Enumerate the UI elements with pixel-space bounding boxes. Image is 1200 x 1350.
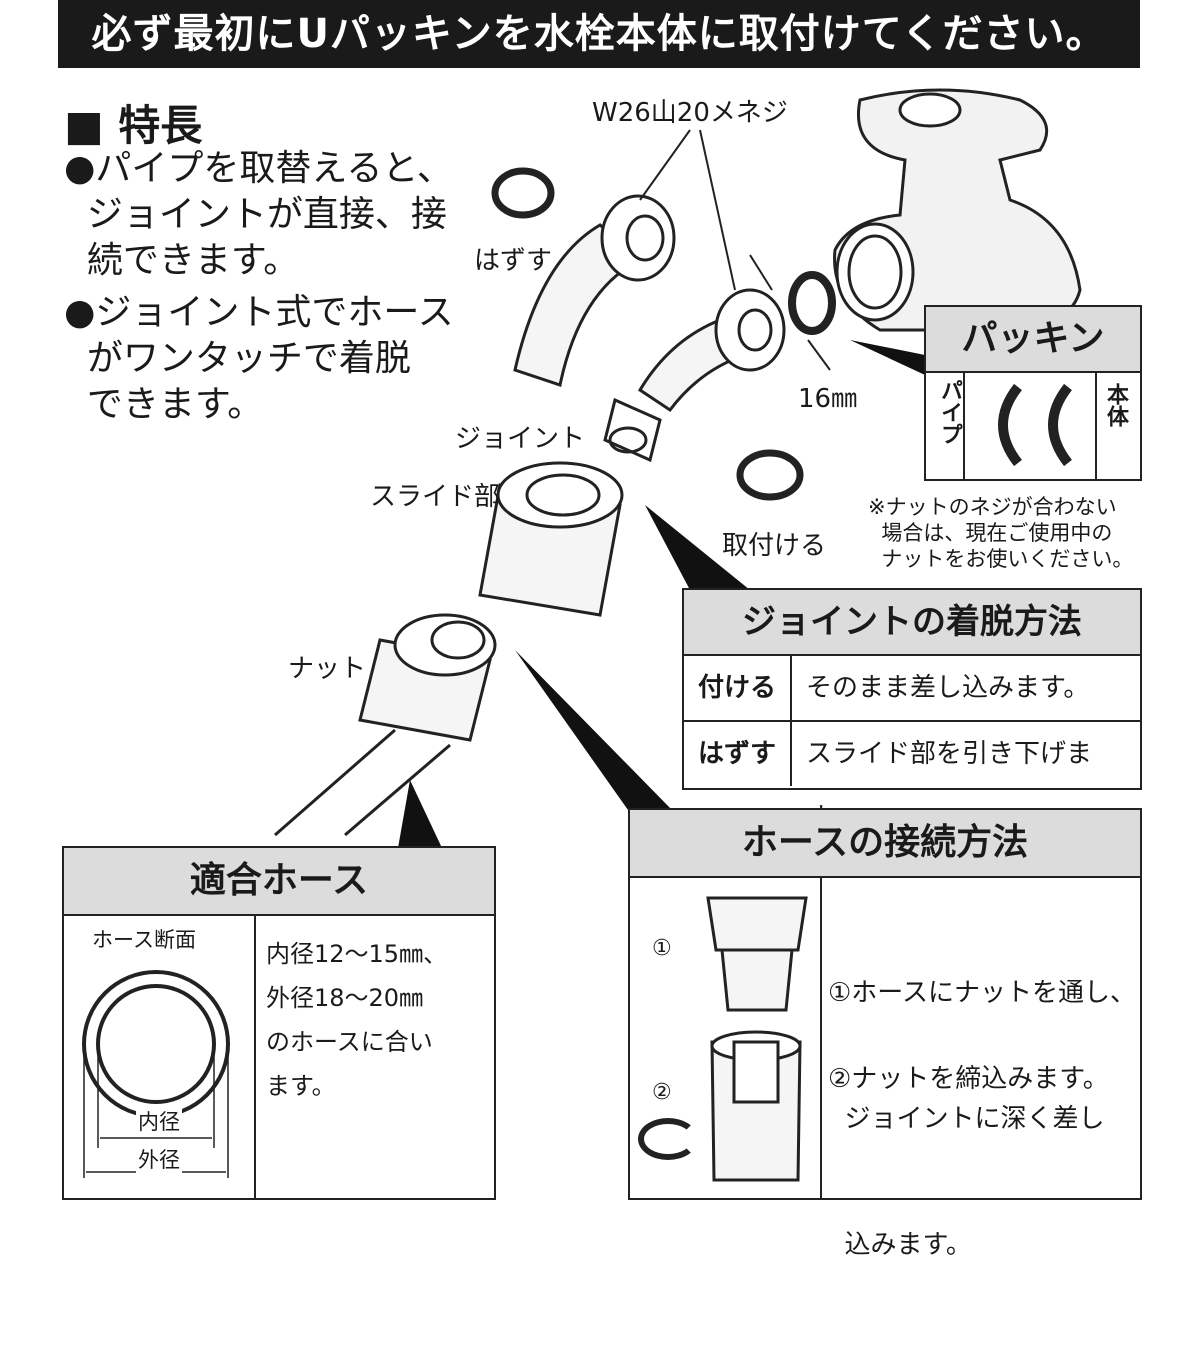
attach-label: 取付ける bbox=[722, 531, 827, 561]
feature-line: ジョイントが直接、接 bbox=[64, 194, 447, 235]
hose-fit-box: 適合ホース ホース断面 内径 外径 内径12～15㎜、 外径18～20㎜ のホー… bbox=[62, 846, 496, 1200]
joint-method-pointer bbox=[645, 505, 750, 590]
hose-fit-line: ます。 bbox=[266, 1072, 336, 1100]
slide-label: スライド部 bbox=[370, 482, 501, 512]
hose-fit-line: のホースに合い bbox=[266, 1028, 433, 1056]
hose-fit-line: 外径18～20㎜ bbox=[266, 984, 424, 1012]
feature-line: がワンタッチで着脱 bbox=[64, 338, 411, 379]
faucet-diagram bbox=[274, 88, 1082, 1028]
hose-connect-box: ホースの接続方法 ① ② ①ホースにナットを通し、 ジョイントに深く差し 込みま… bbox=[628, 808, 1142, 1260]
step1-line: ①ホースにナットを通し、 bbox=[828, 978, 1137, 1008]
hose-connect-illustration bbox=[706, 896, 808, 1182]
packing-profile-icon bbox=[963, 373, 1097, 479]
hose-connect-pointer bbox=[515, 650, 672, 810]
feature-line: ●ジョイント式でホース bbox=[64, 292, 454, 333]
hose-section-label: ホース断面 bbox=[92, 928, 196, 952]
step1-number: ① bbox=[652, 936, 672, 961]
hose-fit-title: 適合ホース bbox=[64, 848, 494, 916]
thread-label: W26山20メネジ bbox=[592, 98, 788, 128]
size-label: 16㎜ bbox=[798, 384, 858, 414]
packing-box: パッキン パイプ 本体 bbox=[924, 305, 1142, 481]
hose-fit-line: 内径12～15㎜、 bbox=[266, 940, 448, 968]
feature-line: ●パイプを取替えると、 bbox=[64, 148, 453, 189]
step1-line: ジョイントに深く差し bbox=[828, 1104, 1105, 1134]
hose-fit-pointer bbox=[398, 780, 442, 848]
packing-right-label: 本体 bbox=[1103, 383, 1128, 427]
hose-fit-text: 内径12～15㎜、 外径18～20㎜ のホースに合い ます。 bbox=[266, 932, 447, 1108]
step1-text: ①ホースにナットを通し、 ジョイントに深く差し 込みます。 bbox=[828, 888, 1136, 1350]
features-title: ■ 特長 bbox=[64, 101, 203, 150]
nut-label: ナット bbox=[288, 654, 367, 684]
inner-diameter-label: 内径 bbox=[136, 1106, 182, 1136]
joint-row-text: そのまま差し込みます。 bbox=[806, 673, 1090, 703]
joint-tip bbox=[603, 397, 662, 463]
remove-label: はずす bbox=[474, 246, 553, 276]
table-row: 付ける そのまま差し込みます。 bbox=[684, 656, 1140, 722]
step1-line: 込みます。 bbox=[828, 1230, 972, 1260]
packing-ring bbox=[788, 271, 836, 335]
feature-line: できます。 bbox=[64, 384, 264, 425]
joint-row-label: はずす bbox=[684, 722, 792, 786]
nut-note-line: ナットをお使いください。 bbox=[868, 547, 1134, 571]
nut-note-line: 場合は、現在ご使用中の bbox=[868, 521, 1113, 545]
feature-line: 続できます。 bbox=[64, 240, 300, 281]
faucet-handle-top bbox=[898, 92, 962, 128]
joint-method-title: ジョイントの着脱方法 bbox=[684, 590, 1140, 656]
top-banner: 必ず最初にUパッキンを水栓本体に取付けてください。 bbox=[58, 0, 1140, 68]
packing-left-label: パイプ bbox=[937, 379, 962, 445]
rotate-icon bbox=[638, 1118, 698, 1160]
nut-note-line: ※ナットのネジが合わない bbox=[868, 495, 1117, 519]
packing-title: パッキン bbox=[926, 307, 1140, 373]
outer-diameter-label: 外径 bbox=[136, 1144, 182, 1174]
step2-number: ② bbox=[652, 1080, 672, 1105]
joint-label: ジョイント bbox=[455, 424, 586, 454]
joint-row-label: 付ける bbox=[684, 656, 792, 720]
step2-text: ②ナットを締込みます。 bbox=[828, 1064, 1109, 1094]
table-row: はずす スライド部を引き下げます。 bbox=[684, 722, 1140, 833]
hose-connect-title: ホースの接続方法 bbox=[630, 810, 1140, 878]
joint-method-box: ジョイントの着脱方法 付ける そのまま差し込みます。 はずす スライド部を引き下… bbox=[682, 588, 1142, 833]
packing-pointer bbox=[850, 340, 925, 375]
